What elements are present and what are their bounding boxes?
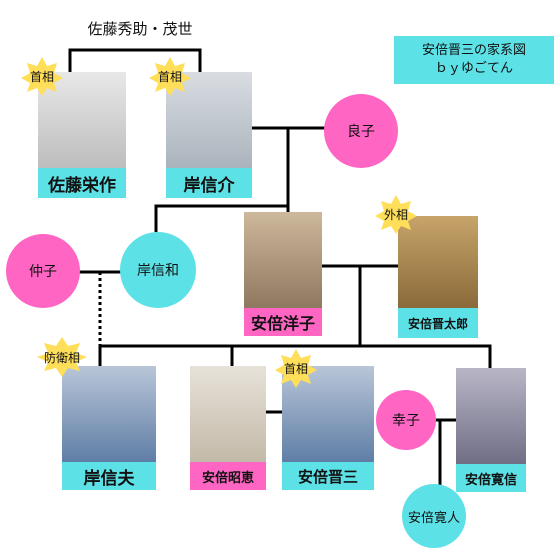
star-icon xyxy=(21,57,63,96)
foreign-minister-badge: 外相 xyxy=(374,194,418,234)
kishi-nobusuke-label: 岸信介 xyxy=(166,168,252,198)
kishi-nobukazu-circle: 岸信和 xyxy=(120,232,196,308)
abe-yoko-photo xyxy=(244,212,322,308)
badge-text: 首相 xyxy=(157,69,182,84)
sato-eisaku-label: 佐藤栄作 xyxy=(38,168,126,198)
abe-hironobu-label: 安倍寛信 xyxy=(456,464,526,492)
kishi-nobuo-label: 岸信夫 xyxy=(62,462,156,490)
abe-akie-photo xyxy=(190,366,266,462)
star-icon xyxy=(375,195,417,234)
abe-shinzo-label: 安倍晋三 xyxy=(282,462,374,490)
prime-minister-badge-sato: 首相 xyxy=(20,56,64,96)
abe-hiroto-circle: 安倍寛人 xyxy=(402,484,466,548)
nakako-circle: 仲子 xyxy=(6,234,80,308)
yoshiko-circle: 良子 xyxy=(324,94,398,168)
abe-yoko-label: 安倍洋子 xyxy=(244,308,322,336)
abe-hironobu-photo xyxy=(456,368,526,464)
star-icon xyxy=(275,349,317,388)
badge-text: 首相 xyxy=(29,69,54,84)
kishi-nobuo-photo xyxy=(62,366,156,462)
abe-shintaro-photo xyxy=(398,216,478,308)
title-line1: 安倍晋三の家系図 xyxy=(421,43,526,58)
star-icon xyxy=(149,57,191,96)
title-box: 安倍晋三の家系図 ｂｙゆごてん xyxy=(394,36,554,84)
title-line2: ｂｙゆごてん xyxy=(434,61,514,76)
prime-minister-badge-kishi: 首相 xyxy=(148,56,192,96)
badge-text: 防衛相 xyxy=(43,350,80,365)
sachiko-circle: 幸子 xyxy=(376,390,436,450)
abe-akie-label: 安倍昭恵 xyxy=(190,462,266,490)
star-icon xyxy=(37,337,87,377)
prime-minister-badge-abe: 首相 xyxy=(274,348,318,388)
defense-minister-badge: 防衛相 xyxy=(36,336,88,378)
badge-text: 外相 xyxy=(383,207,408,222)
badge-text: 首相 xyxy=(283,361,308,376)
abe-shintaro-label: 安倍晋太郎 xyxy=(398,308,478,338)
parents-label: 佐藤秀助・茂世 xyxy=(87,20,193,38)
